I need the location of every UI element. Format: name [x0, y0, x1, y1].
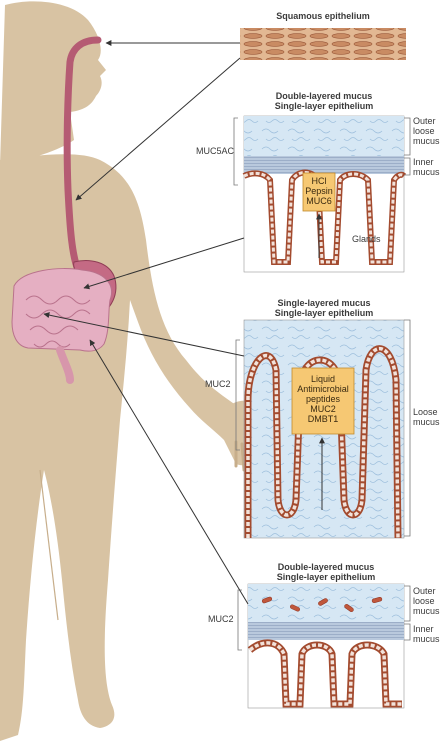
small-intestine-panel-title-line2: Single-layer epithelium	[240, 308, 408, 318]
esophagus-panel	[240, 28, 406, 60]
colon-outer-label: Outer loose mucus	[413, 586, 440, 616]
human-body-silhouette	[0, 1, 265, 741]
small-intestine-right-label: Loose mucus	[413, 407, 440, 427]
colon-inner-mucus-layer	[248, 622, 404, 640]
small-intestine-panel-title-line1: Single-layered mucus	[240, 298, 408, 308]
colon-panel	[248, 584, 404, 708]
glands-label: Glands	[352, 234, 381, 244]
small-intestine-left-label: MUC2	[205, 379, 231, 389]
squamous-epithelium-tissue	[240, 28, 406, 60]
small-intestine-secretion-text: Liquid Antimicrobial peptides MUC2 DMBT1	[292, 374, 354, 424]
outer-loose-mucus-layer	[244, 116, 404, 156]
small-intestine-panel	[244, 320, 404, 538]
esophagus-panel-title: Squamous epithelium	[240, 11, 406, 21]
colon-panel-title-line2: Single-layer epithelium	[244, 572, 408, 582]
colon-panel-title-line1: Double-layered mucus	[244, 562, 408, 572]
colon-left-label: MUC2	[208, 614, 234, 624]
colon-outer-mucus-layer	[248, 584, 404, 622]
stomach-panel-title-line2: Single-layer epithelium	[240, 101, 408, 111]
stomach-secretion-text: HCl Pepsin MUC6	[303, 176, 335, 206]
colon-inner-label: Inner mucus	[413, 624, 440, 644]
stomach-left-label: MUC5AC	[196, 146, 234, 156]
inner-mucus-layer	[244, 156, 404, 174]
stomach-inner-label: Inner mucus	[413, 157, 440, 177]
stomach-outer-label: Outer loose mucus	[413, 116, 440, 146]
stomach-panel-title-line1: Double-layered mucus	[240, 91, 408, 101]
